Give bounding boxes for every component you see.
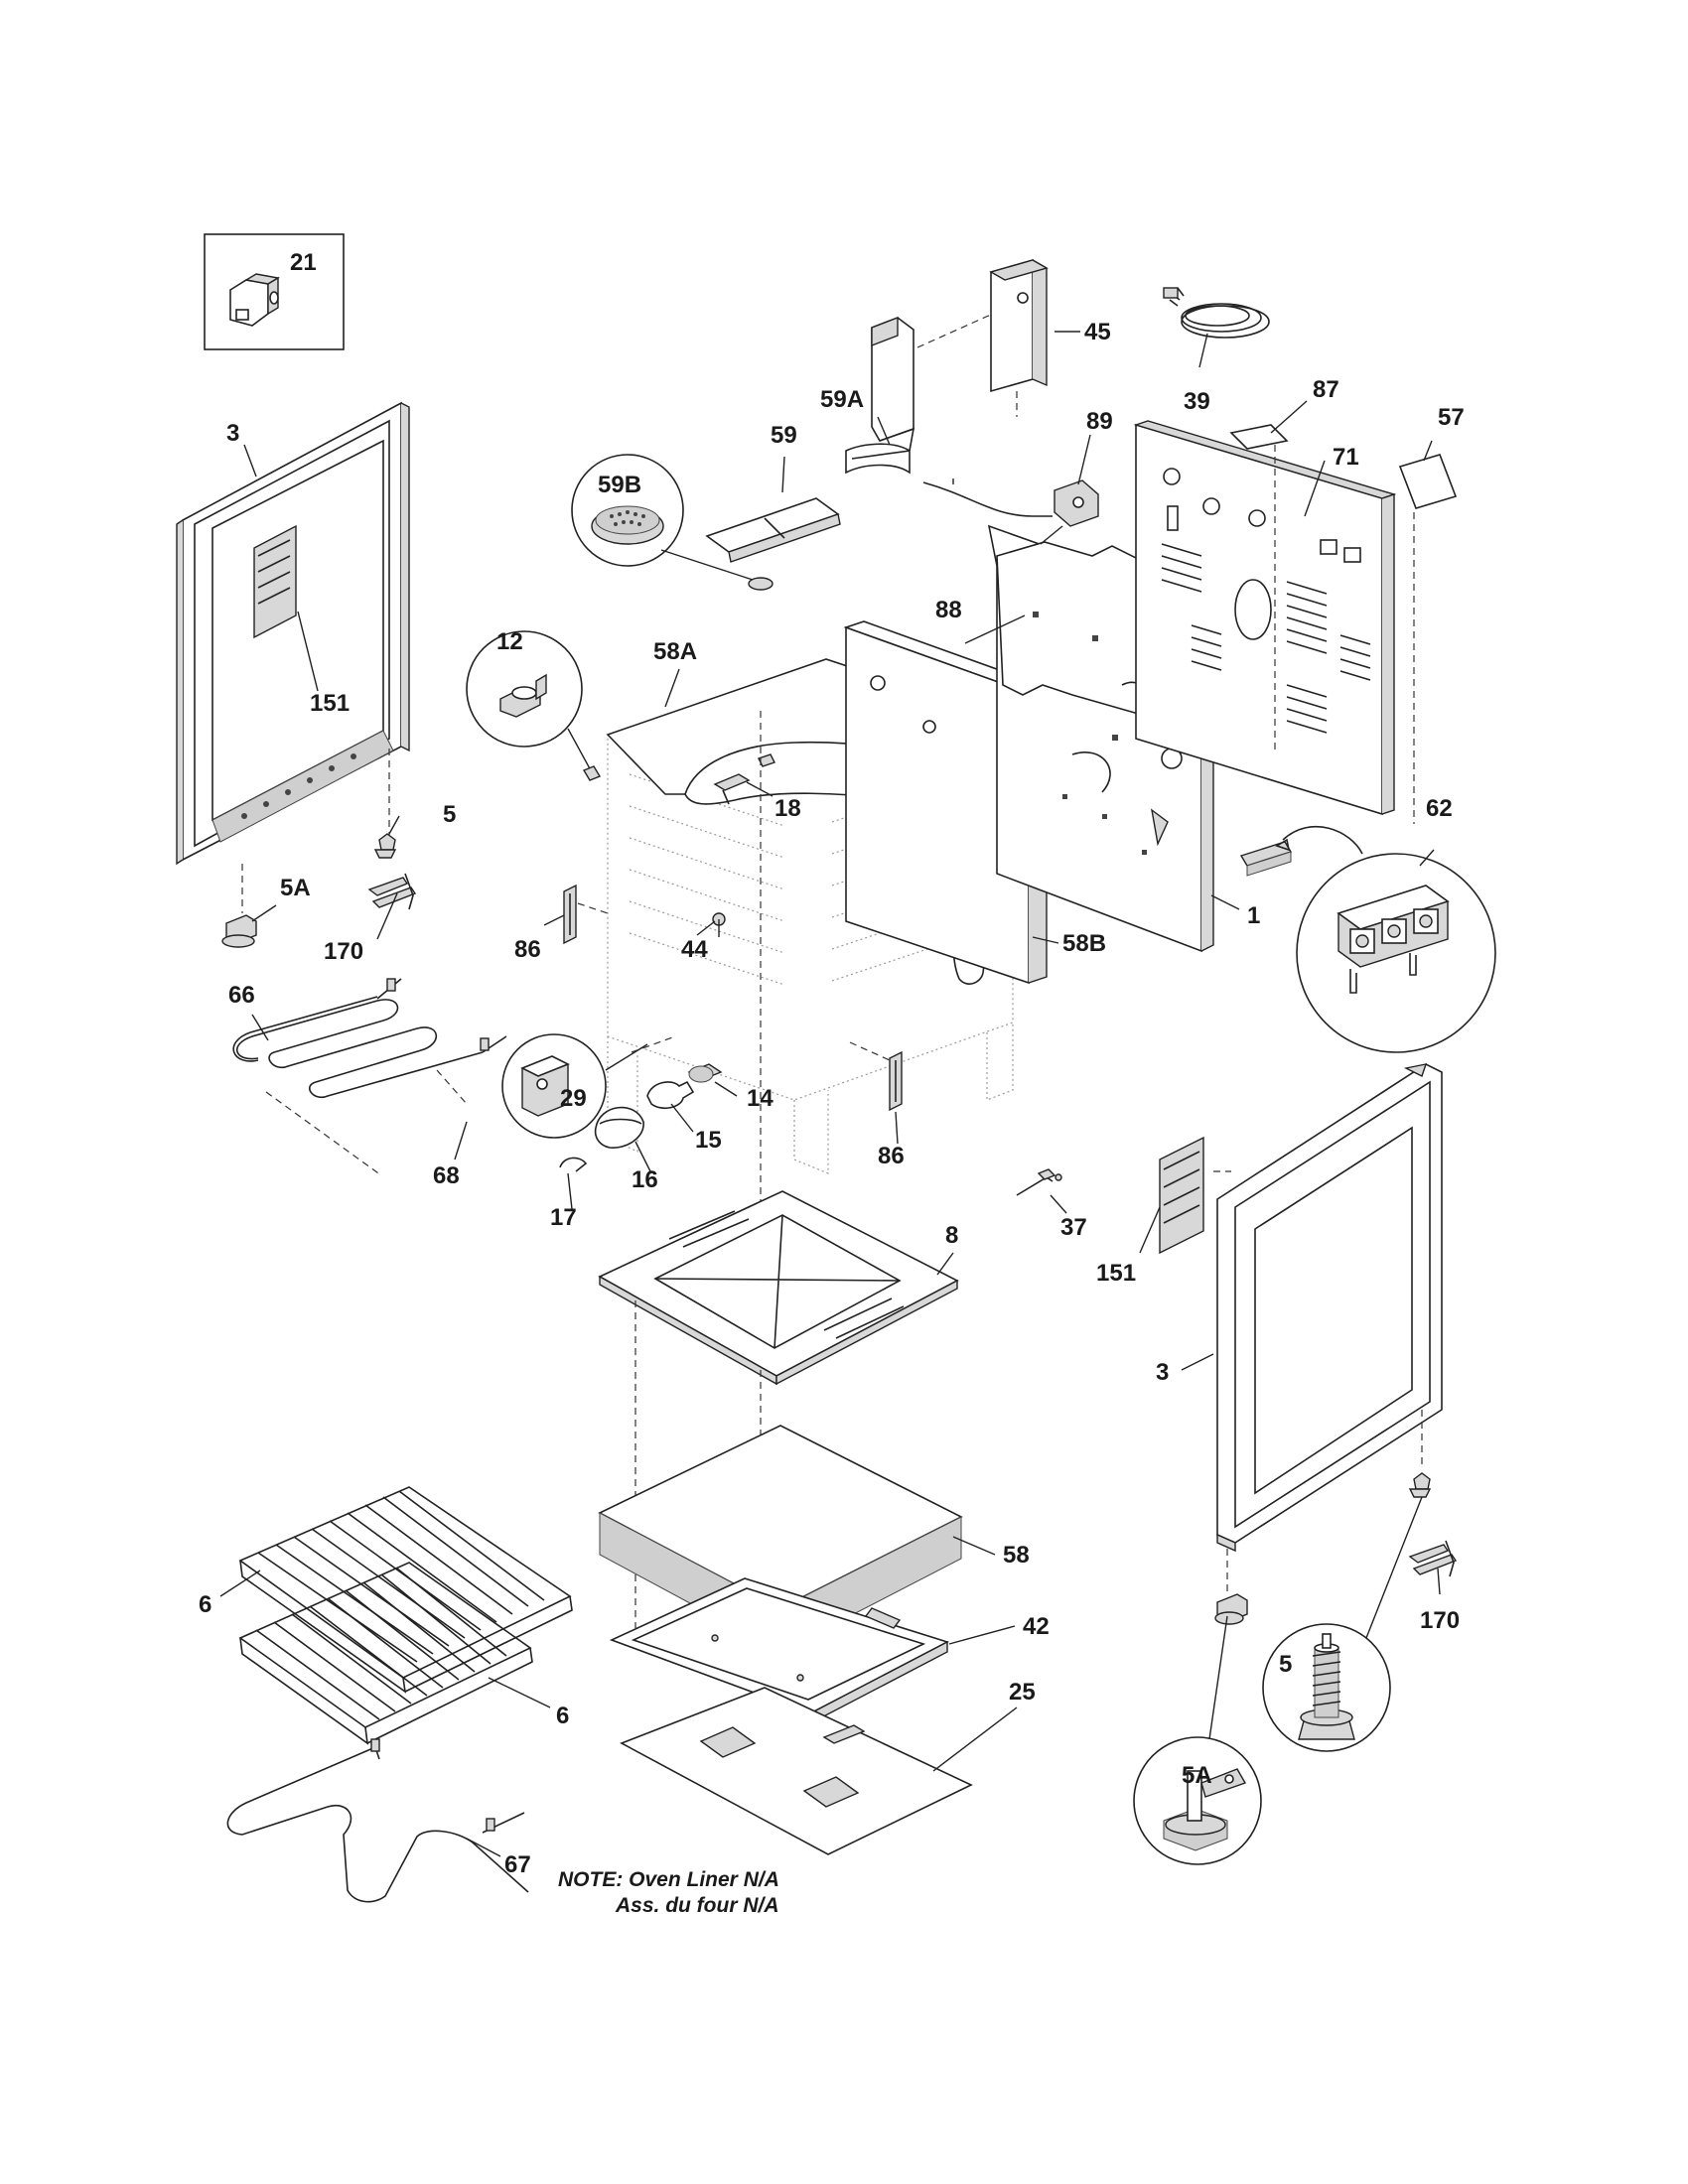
label-89: 89 (1086, 408, 1113, 435)
part-21-inset (204, 233, 345, 350)
label-5-left: 5 (443, 801, 456, 828)
label-86-right: 86 (878, 1143, 905, 1169)
label-17: 17 (550, 1204, 577, 1231)
part-number-labels: 21 3 151 5 5A 170 66 68 12 58A 59B 59 59… (199, 249, 1465, 1878)
label-67: 67 (504, 1851, 531, 1878)
label-18: 18 (774, 795, 801, 822)
label-86-left: 86 (514, 936, 541, 963)
label-44: 44 (681, 936, 708, 963)
label-59: 59 (771, 422, 797, 449)
label-170-left: 170 (324, 938, 363, 965)
label-88: 88 (935, 597, 962, 623)
label-62: 62 (1426, 795, 1453, 822)
part-37 (1016, 1168, 1062, 1196)
right-side-panel (1159, 1063, 1443, 1592)
oven-bottom-8 (598, 1190, 959, 1707)
label-58A: 58A (653, 638, 697, 665)
note-line-2: Ass. du four N/A (615, 1894, 779, 1917)
label-29: 29 (560, 1085, 587, 1112)
label-12: 12 (496, 628, 523, 655)
broil-element-66 (232, 978, 507, 1176)
part-12-inset (466, 630, 602, 781)
leader-lines (219, 331, 1441, 1857)
power-cord-39 (1163, 287, 1270, 339)
oven-racks-6 (238, 1486, 573, 1745)
label-59A: 59A (820, 386, 864, 413)
vent-duct-parts (571, 258, 1049, 591)
label-170-right: 170 (1420, 1607, 1460, 1634)
oven-cavity-assembly (606, 620, 1050, 1241)
label-3-right: 3 (1156, 1359, 1169, 1386)
label-45: 45 (1084, 319, 1111, 345)
label-5A-right: 5A (1182, 1762, 1212, 1789)
hinge-receivers-86 (563, 884, 903, 1112)
label-87: 87 (1313, 376, 1339, 403)
label-15: 15 (695, 1127, 722, 1154)
label-66: 66 (228, 982, 255, 1009)
label-21: 21 (290, 249, 317, 276)
label-39: 39 (1184, 388, 1210, 415)
bake-element-67 (226, 1738, 529, 1903)
label-16: 16 (632, 1166, 658, 1193)
label-5-right: 5 (1279, 1651, 1292, 1678)
label-1: 1 (1247, 902, 1260, 929)
right-leveling-legs (1133, 1472, 1458, 1865)
bottom-panel-25 (620, 1687, 973, 1855)
label-6-lower: 6 (556, 1703, 569, 1729)
label-25: 25 (1009, 1679, 1036, 1706)
label-37: 37 (1060, 1214, 1087, 1241)
note-block: NOTE: Oven Liner N/A Ass. du four N/A (558, 1868, 779, 1917)
label-151-left: 151 (310, 690, 350, 717)
label-3-left: 3 (226, 420, 239, 447)
terminal-block-62 (1239, 825, 1496, 1053)
frame-42 (609, 1577, 950, 1725)
rear-panels (922, 420, 1458, 953)
oven-light-parts (501, 1033, 723, 1172)
label-71: 71 (1333, 444, 1359, 471)
label-151-right: 151 (1096, 1260, 1136, 1287)
label-5A-left: 5A (280, 875, 311, 901)
label-58: 58 (1003, 1542, 1030, 1569)
label-6-upper: 6 (199, 1591, 211, 1618)
label-68: 68 (433, 1162, 460, 1189)
left-side-panel (176, 401, 410, 866)
left-leveling-legs (221, 749, 417, 948)
label-42: 42 (1023, 1613, 1050, 1640)
label-58B: 58B (1062, 930, 1106, 957)
label-59B: 59B (598, 472, 641, 498)
label-8: 8 (945, 1222, 958, 1249)
label-14: 14 (747, 1085, 774, 1112)
note-line-1: NOTE: Oven Liner N/A (558, 1868, 779, 1891)
label-57: 57 (1438, 404, 1465, 431)
